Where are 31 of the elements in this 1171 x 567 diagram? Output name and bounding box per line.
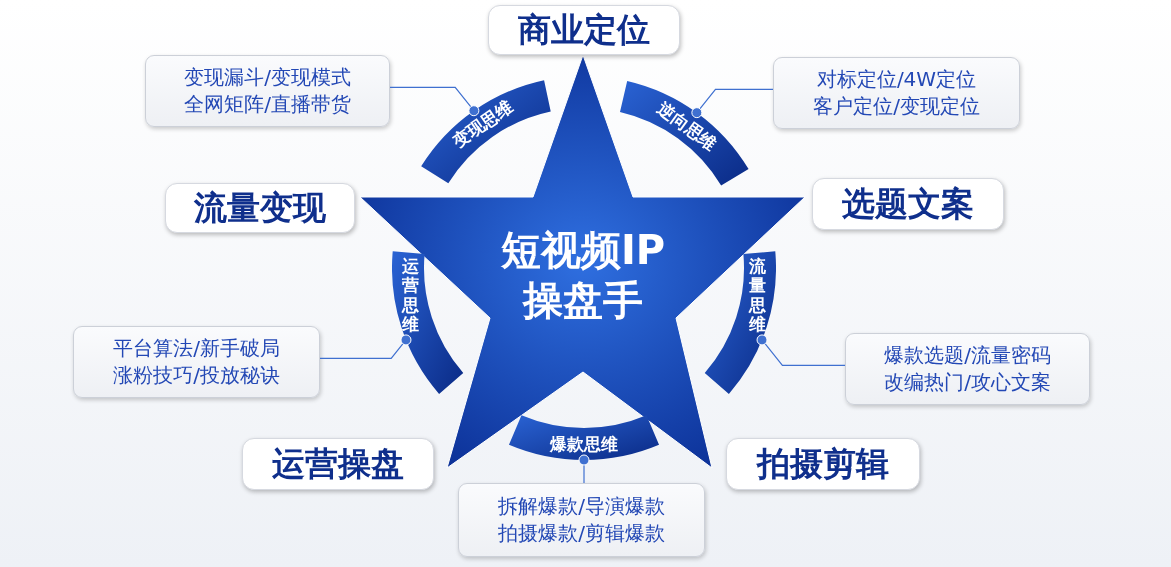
- band-label: 流量思维: [749, 256, 767, 335]
- box-label: 商业定位: [518, 8, 650, 51]
- text-box: [145, 55, 390, 127]
- label-box: [726, 438, 920, 490]
- label-box: [488, 5, 680, 55]
- leader-line: [578, 454, 590, 484]
- text-box: [845, 333, 1090, 405]
- band-label: 爆款思维: [550, 434, 618, 454]
- box-text: 平台算法/新手破局涨粉技巧/投放秘诀: [112, 335, 281, 389]
- leader-line: [756, 334, 846, 366]
- box-text: 对标定位/4W定位客户定位/变现定位: [812, 66, 981, 120]
- box-text: 变现漏斗/变现模式全网矩阵/直播带货: [183, 64, 352, 118]
- band-label: 运营思维: [401, 256, 419, 335]
- text-box: [773, 57, 1020, 129]
- band-label: 变现思维: [449, 96, 517, 151]
- box-text: 爆款选题/流量密码改编热门/攻心文案: [883, 342, 1052, 396]
- center-title: 短视频IP操盘手: [499, 226, 667, 325]
- box-label: 运营操盘: [272, 442, 404, 485]
- text-box: [73, 326, 320, 398]
- label-box: [242, 438, 434, 490]
- box-label: 流量变现: [194, 186, 326, 229]
- leader-line: [691, 88, 774, 119]
- text-box: [458, 483, 705, 557]
- label-box: [812, 178, 1004, 230]
- band-label: 逆向思维: [654, 98, 721, 154]
- leader-line: [389, 86, 480, 117]
- box-text: 拆解爆款/导演爆款拍摄爆款/剪辑爆款: [497, 493, 666, 547]
- leader-line: [319, 334, 412, 359]
- box-label: 拍摄剪辑: [757, 442, 889, 485]
- label-box: [165, 183, 355, 233]
- box-label: 选题文案: [842, 182, 974, 225]
